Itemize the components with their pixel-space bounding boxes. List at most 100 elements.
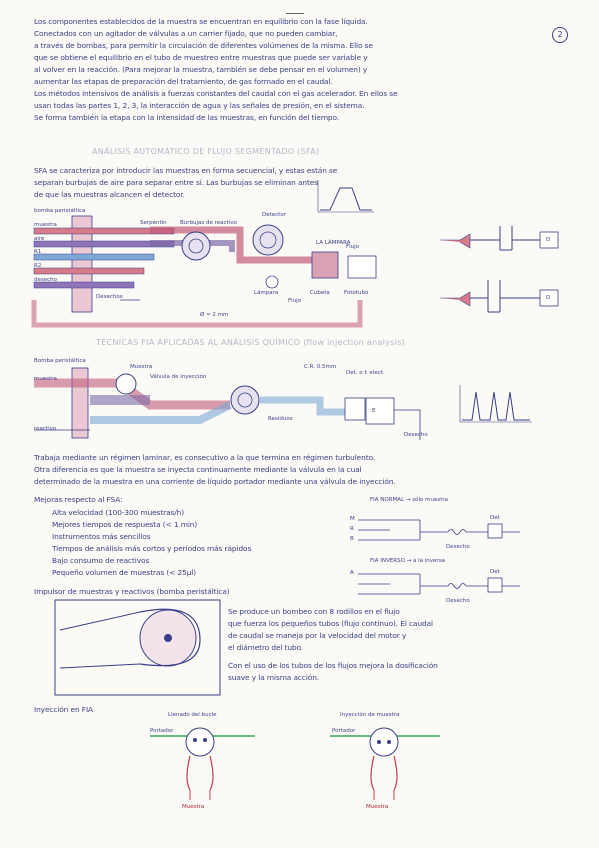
sfa-label-air: aire (34, 236, 45, 242)
sfa-label-r2: R2 (34, 263, 42, 269)
sfa-flowcell (311, 251, 339, 279)
injection-inject-title: Inyección de muestra (340, 712, 400, 718)
sfa-label-filter: Fototubo (344, 290, 369, 296)
fia-inverse-label-desecho: Desecho (446, 598, 470, 604)
sfa-label-to-waste: Desechos (96, 294, 123, 300)
section4-heading: Impulsor de muestras y reactivos (bomba … (34, 587, 230, 596)
injection-fill-title: Llenado del bucle (168, 712, 217, 718)
fia-label-reagent: reactivo (34, 426, 57, 432)
sfa-label-lamp: Lámpara (254, 290, 279, 296)
sfa-label-flow: Flujo (346, 244, 360, 250)
section4-text-line: Con el uso de los tubos de los flujos me… (228, 661, 438, 670)
sfa-mini-pump-2 (440, 291, 471, 307)
sfa-coil-2 (252, 224, 284, 256)
fia-normal-schematic (358, 519, 520, 541)
fia-label-sample: Muestra (130, 364, 153, 370)
sfa-label-debubbler: Cubeta (310, 290, 330, 296)
section1-text-line: de que las muestras alcancen el detector… (34, 190, 185, 199)
section4-text-line: de caudal se maneja por la velocidad del… (228, 631, 407, 640)
fia-label-detector: Det. o f. elect. (346, 370, 385, 376)
intro-line: Los componentes establecidos de la muest… (34, 17, 368, 26)
fia-inverse-schematic (358, 573, 520, 595)
peristaltic-pump-drawing (54, 599, 221, 696)
section1-text-line: SFA se caracteriza por introducir las mu… (34, 166, 338, 175)
injection-inject-in: Portador (332, 728, 356, 734)
sfa-diagram (31, 180, 559, 328)
intro-line: aumentar las etapas de preparación del t… (34, 77, 333, 86)
sfa-label-pump: bomba peristáltica (34, 208, 86, 214)
section3-item: Mejores tiempos de respuesta (< 1 min) (52, 520, 198, 529)
fia-normal-label-r: R (350, 526, 354, 532)
sfa-mini-label-d: D (546, 237, 551, 243)
fia-detector-box (344, 397, 366, 421)
section5-heading: Inyección en FIA (34, 705, 93, 714)
fia-normal-detector (487, 523, 503, 539)
intro-line: Se forma también la etapa con la intensi… (34, 113, 340, 122)
fia-label-coil: C.R. 0.5mm (304, 364, 337, 370)
fia-normal-label-b: B (350, 536, 354, 542)
section4-text-line: que fuerza los pequeños tubos (flujo con… (228, 619, 433, 628)
injection-fill-in: Portador (150, 728, 174, 734)
section3-heading: Mejoras respecto al FSA: (34, 495, 123, 504)
sfa-label-sample: muestra (34, 222, 57, 228)
section3-item: Alta velocidad (100-300 muestras/h) (52, 508, 185, 517)
sfa-detector-box (347, 255, 377, 279)
sfa-label-coil1: Serpentín (140, 220, 167, 226)
section4-text-line: Se produce un bombeo con 8 rodillos en e… (228, 607, 400, 616)
intro-line: Conectados con un agitador de válvulas a… (34, 29, 338, 38)
fia-peak-trace (462, 391, 530, 421)
fia-label-loop: Válvula de inyección (150, 374, 207, 380)
section2-text-line: Otra diferencia es que la muestra se iny… (34, 465, 362, 474)
fia-coil (230, 385, 260, 415)
sfa-mini-detector-2 (539, 289, 559, 307)
top-dash (286, 13, 304, 14)
sfa-mini-label-d2: D (546, 295, 551, 301)
intro-line: que se obtiene el equilibrio en el tubo … (34, 53, 368, 62)
sfa-label-coil2: Burbujas de reactivo (180, 220, 237, 226)
fia-inverse-detector (487, 577, 503, 593)
sfa-peak-trace (320, 187, 372, 211)
sfa-label-diameter: Ø ≈ 2 mm (200, 312, 229, 318)
fia-inverse-label-a: A (350, 570, 354, 576)
intro-line: al volver en la reacción. (Para mejorar … (34, 65, 368, 74)
sfa-return (31, 300, 363, 328)
sfa-label-heater: LA LÁMPARA (316, 240, 351, 246)
fia-label-to-waste: Residuos (268, 416, 293, 422)
page-number: 2 (552, 27, 568, 43)
sfa-tube (33, 267, 145, 275)
sfa-label-flowcell: Flujo (288, 298, 302, 304)
fia-normal-label-desecho: Desecho (446, 544, 470, 550)
injection-valve-fill (150, 727, 255, 800)
sfa-mini-pump (440, 233, 471, 249)
section4-text-line: el diámetro del tubo. (228, 643, 304, 652)
fia-inverse-label-det: Det (490, 569, 500, 575)
sfa-tube (33, 281, 135, 289)
intro-line: Los métodos intensivos de análisis a fue… (34, 89, 398, 98)
section3-item: Instrumentos más sencillos (52, 532, 151, 541)
section1-text-line: separan burbujas de aire para separar en… (34, 178, 318, 187)
section2-text-line: Trabaja mediante un régimen laminar, es … (34, 453, 376, 462)
intro-line: a través de bombas, para permitir la cir… (34, 41, 373, 50)
sfa-coil-1 (181, 231, 211, 261)
injection-inject-out: Muestra (366, 804, 389, 810)
section4-text-line: suave y la misma acción. (228, 673, 320, 682)
fia-normal-title: FIA NORMAL → sólo muestra (370, 497, 448, 503)
injection-valve-inject (330, 727, 440, 800)
fia-inverse-title: FIA INVERSO → a la inversa (370, 558, 445, 564)
fia-channel (34, 378, 230, 410)
sfa-label-waste: desecho (34, 277, 57, 283)
fia-label-carrier: muestra (34, 376, 57, 382)
sfa-channel (150, 240, 235, 252)
section2-title: TÉCNICAS FIA APLICADAS AL ANÁLISIS QUÍMI… (96, 338, 406, 347)
fia-label-pump: Bomba peristáltica (34, 358, 86, 364)
fia-diagram (34, 367, 532, 440)
section3-item: Pequeño volumen de muestras (< 25μl) (52, 568, 197, 577)
fia-injection-valve (115, 373, 137, 395)
fia-label-e: E (372, 408, 376, 414)
sfa-tube (33, 253, 155, 261)
fia-normal-label-det: Det (490, 515, 500, 521)
section1-title: ANÁLISIS AUTOMÁTICO DE FLUJO SEGMENTADO … (92, 147, 320, 156)
sfa-label-r1: R1 (34, 249, 42, 255)
